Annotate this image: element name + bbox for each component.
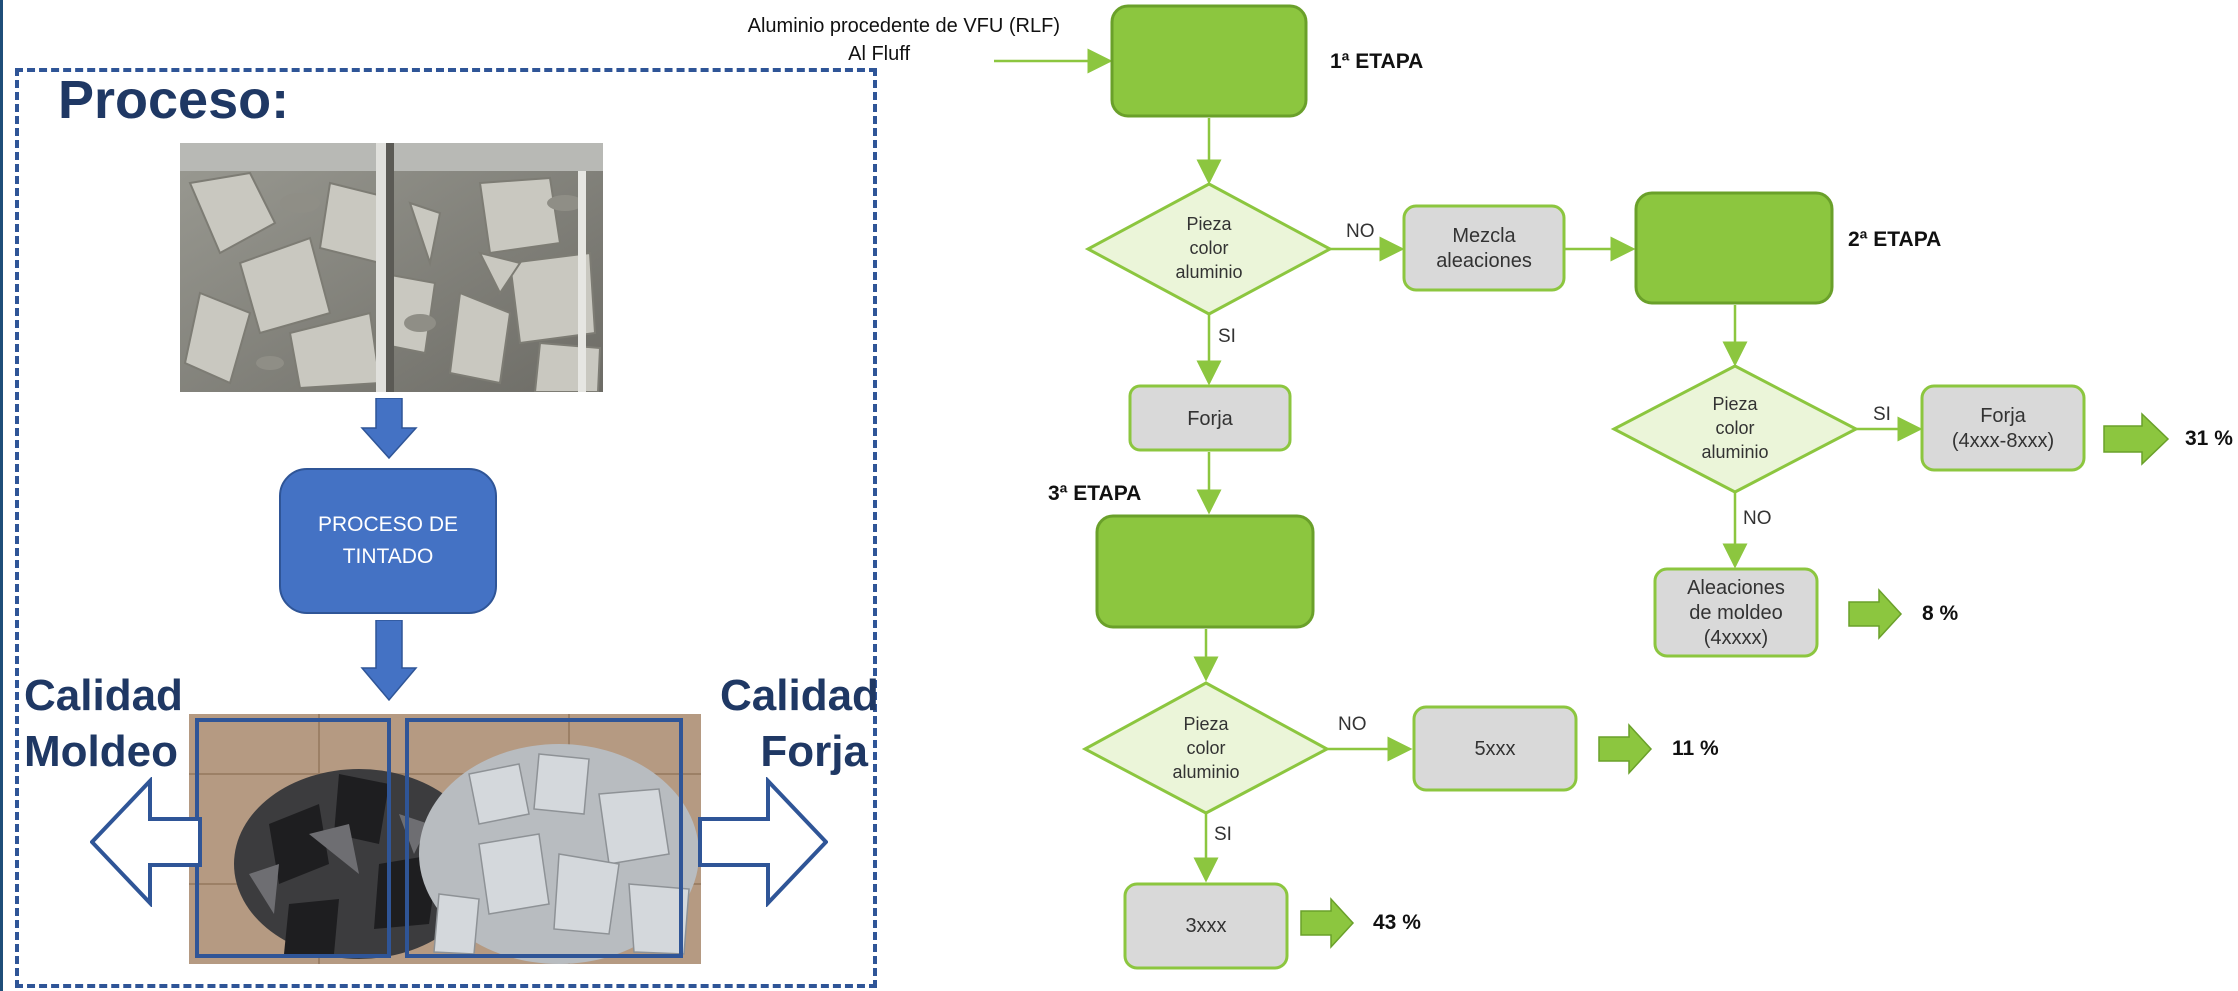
molding-quality-line-1: Calidad xyxy=(24,671,183,720)
process-panel xyxy=(15,68,877,988)
mezcla-line-2: aleaciones xyxy=(1436,250,1532,272)
tinting-process-box: PROCESO DE TINTADO xyxy=(279,468,497,614)
mezcla-box xyxy=(1402,204,1566,292)
box-3xxx xyxy=(1123,882,1289,970)
pct-31-label: 31 % xyxy=(2185,427,2233,450)
stage3-label: 3ª ETAPA xyxy=(1048,482,1141,505)
forging-quality-line-2: Forja xyxy=(760,727,868,776)
tinting-line-2: TINTADO xyxy=(342,545,434,568)
tinting-line-1: PROCESO DE xyxy=(317,513,459,536)
box-5xxx xyxy=(1412,705,1578,792)
decision-diamond-2 xyxy=(1610,364,1860,494)
diamond1-line-2: color xyxy=(1189,238,1228,258)
diamond2-line-1: Pieza xyxy=(1712,394,1758,414)
pct-11-label: 11 % xyxy=(1672,737,1719,760)
forja-4xxx-8xxx-box xyxy=(1920,384,2086,472)
si-label-3: SI xyxy=(1214,824,1232,845)
stage2-box xyxy=(1634,191,1834,305)
forja-box xyxy=(1128,384,1292,452)
pct-arrow-11 xyxy=(1598,723,1653,775)
stage2-label: 2ª ETAPA xyxy=(1848,228,1941,251)
down-arrow-1 xyxy=(360,398,418,460)
stage3-box xyxy=(1095,514,1315,629)
box-3xxx-label: 3xxx xyxy=(1185,915,1226,937)
aleaciones-line-1: Aleaciones xyxy=(1687,577,1785,599)
forging-quality-label: Calidad Forja xyxy=(720,668,879,780)
aleaciones-moldeo-box xyxy=(1653,567,1819,658)
diamond3-line-1: Pieza xyxy=(1183,714,1229,734)
no-label-1: NO xyxy=(1346,221,1375,242)
aleaciones-line-3: (4xxxx) xyxy=(1704,627,1768,649)
forja-label: Forja xyxy=(1187,408,1233,430)
stage1-box xyxy=(1110,4,1308,118)
right-outline-arrow xyxy=(698,777,828,907)
molding-quality-line-2: Moldeo xyxy=(24,727,178,776)
pct-8-label: 8 % xyxy=(1922,602,1959,625)
stage1-label: 1ª ETAPA xyxy=(1330,50,1423,73)
forja2-line-1: Forja xyxy=(1980,405,2026,427)
scrap-bins-photo xyxy=(180,143,603,392)
source-label-2: Al Fluff xyxy=(848,43,910,65)
pct-arrow-31 xyxy=(2103,412,2170,466)
slide-edge-bar xyxy=(0,0,3,991)
no-label-3: NO xyxy=(1338,714,1367,735)
diamond2-line-2: color xyxy=(1715,418,1754,438)
no-label-2: NO xyxy=(1743,508,1772,529)
diamond1-line-1: Pieza xyxy=(1186,214,1232,234)
decision-diamond-1 xyxy=(1084,182,1334,316)
diamond1-line-3: aluminio xyxy=(1175,262,1242,282)
sorted-scrap-photo xyxy=(189,714,701,964)
molding-quality-label: Calidad Moldeo xyxy=(24,668,183,780)
si-label-2: SI xyxy=(1873,404,1891,425)
source-label-1: Aluminio procedente de VFU (RLF) xyxy=(748,15,1060,37)
down-arrow-2 xyxy=(360,620,418,702)
si-label-1: SI xyxy=(1218,326,1236,347)
panel-title: Proceso: xyxy=(58,70,290,130)
aleaciones-line-2: de moldeo xyxy=(1689,602,1782,624)
pct-arrow-8 xyxy=(1848,588,1903,640)
mezcla-line-1: Mezcla xyxy=(1452,225,1516,247)
diamond3-line-3: aluminio xyxy=(1172,762,1239,782)
diamond2-line-3: aluminio xyxy=(1701,442,1768,462)
forging-quality-line-1: Calidad xyxy=(720,671,879,720)
diamond3-line-2: color xyxy=(1186,738,1225,758)
decision-diamond-3 xyxy=(1081,681,1331,815)
left-outline-arrow xyxy=(90,777,202,907)
forja2-line-2: (4xxx-8xxx) xyxy=(1952,430,2054,452)
box-5xxx-label: 5xxx xyxy=(1474,738,1515,760)
pct-arrow-43 xyxy=(1300,897,1355,949)
pct-43-label: 43 % xyxy=(1373,911,1421,934)
